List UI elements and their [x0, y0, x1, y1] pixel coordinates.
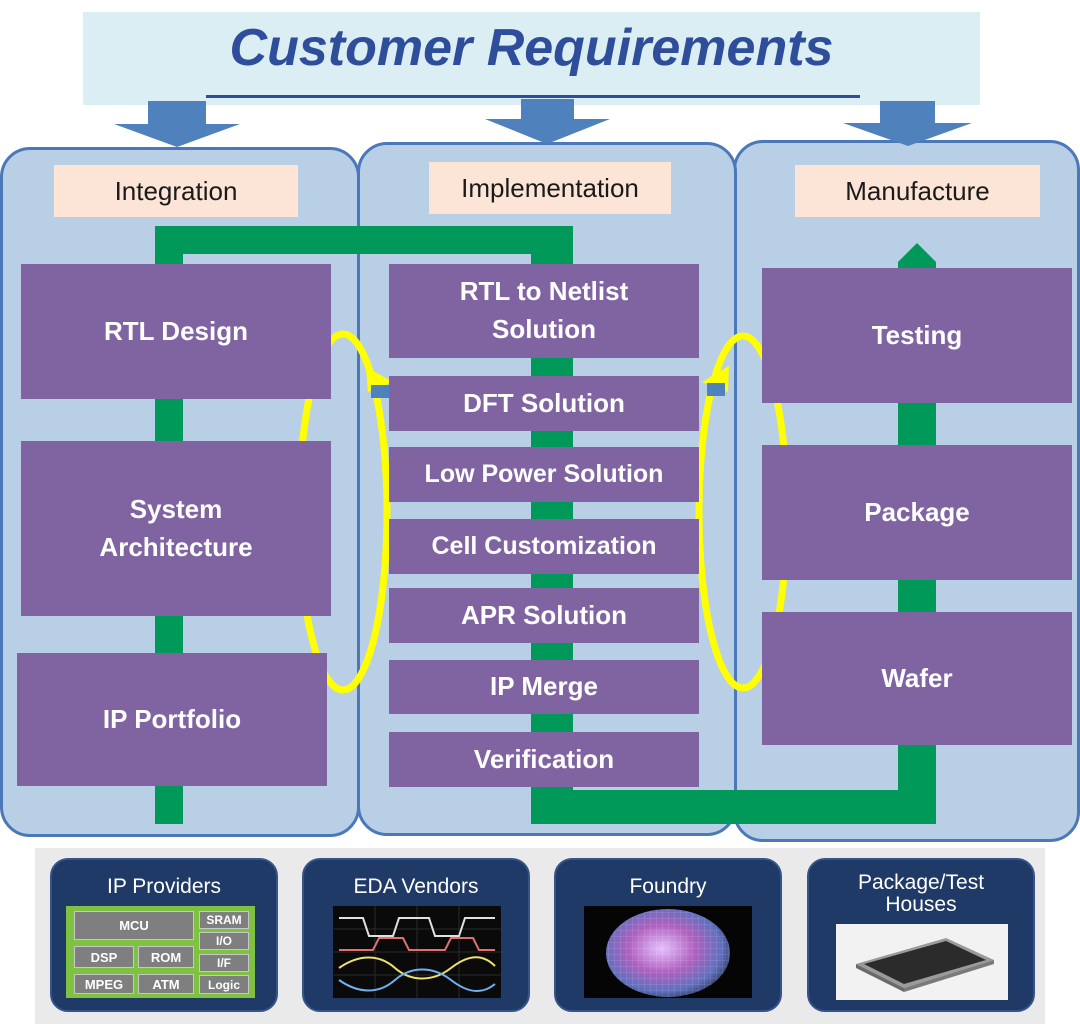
ip-block: MPEG: [74, 974, 134, 994]
ip-block: ROM: [138, 946, 194, 968]
waveform-image: [333, 906, 501, 998]
ip-block: I/F: [199, 954, 249, 972]
ip-block: DSP: [74, 946, 134, 968]
wafer-image: [584, 906, 752, 998]
arrow-down-manufacture-icon: [843, 101, 972, 146]
wafer-box: Wafer: [762, 612, 1072, 745]
low-power-solution-box: Low Power Solution: [389, 447, 699, 502]
ip-block: SRAM: [199, 911, 249, 929]
foundry-title: Foundry: [629, 875, 707, 898]
package-test-title: Package/Test Houses: [857, 871, 985, 917]
ip-merge-box: IP Merge: [389, 660, 699, 714]
left-loop-marker: [371, 385, 389, 398]
dft-solution-box: DFT Solution: [389, 376, 699, 431]
ip-block: MCU: [74, 911, 194, 940]
apr-solution-box: APR Solution: [389, 588, 699, 643]
verification-box: Verification: [389, 732, 699, 787]
arrow-down-implementation-icon: [485, 99, 610, 144]
package-box: Package: [762, 445, 1072, 580]
chip-package-image: [836, 924, 1008, 1000]
ip-providers-title: IP Providers: [107, 875, 221, 898]
rtl-to-netlist-box: RTL to Netlist Solution: [389, 264, 699, 358]
integration-label: Integration: [54, 165, 298, 217]
arrow-down-integration-icon: [114, 101, 240, 147]
testing-box: Testing: [762, 268, 1072, 403]
implementation-label: Implementation: [429, 162, 671, 214]
cell-customization-box: Cell Customization: [389, 519, 699, 574]
page-title: Customer Requirements: [229, 19, 834, 77]
title-underline: [206, 95, 860, 98]
rtl-design-box: RTL Design: [21, 264, 331, 399]
ip-block: I/O: [199, 932, 249, 950]
system-architecture-box: System Architecture: [21, 441, 331, 616]
ip-block: ATM: [138, 974, 194, 994]
eda-vendors-title: EDA Vendors: [353, 875, 479, 898]
ip-portfolio-box: IP Portfolio: [17, 653, 327, 786]
ip-block: Logic: [199, 975, 249, 994]
right-loop-marker: [707, 383, 725, 396]
title-banner: [83, 12, 980, 105]
manufacture-label: Manufacture: [795, 165, 1040, 217]
